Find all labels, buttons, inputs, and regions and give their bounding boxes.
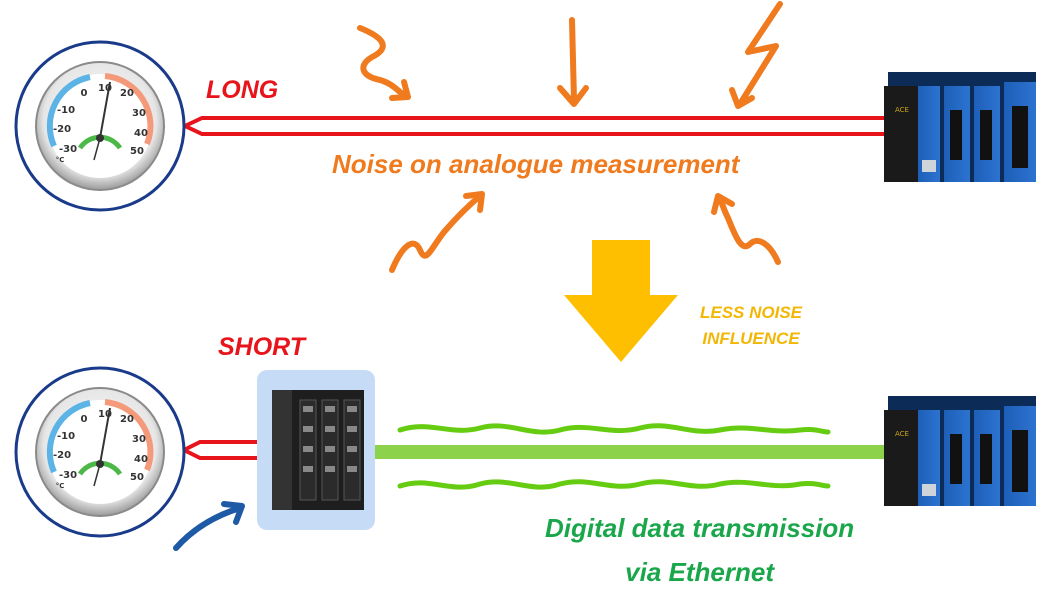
svg-text:-10: -10 — [57, 105, 75, 116]
long-label: LONG — [206, 76, 279, 104]
thermometer-icon-bottom: -30 -20 -10 0 10 20 30 40 50 °C — [14, 366, 186, 538]
svg-text:40: 40 — [134, 128, 148, 139]
svg-text:ACE: ACE — [895, 430, 909, 438]
svg-text:-20: -20 — [53, 450, 71, 461]
noise-arrow-4 — [389, 193, 483, 273]
noise-arrow-3 — [737, 1, 783, 107]
svg-text:ACE: ACE — [895, 106, 909, 114]
less-noise-label: LESS NOISE INFLUENCE — [700, 300, 802, 352]
svg-text:-30: -30 — [59, 470, 77, 481]
blue-pointer-arrow-head — [221, 501, 245, 525]
svg-text:30: 30 — [132, 108, 146, 119]
svg-text:-30: -30 — [59, 144, 77, 155]
svg-text:20: 20 — [120, 88, 134, 99]
long-analog-wire — [180, 116, 905, 136]
plc-controller-top: ACE — [884, 72, 1036, 182]
noise-arrow-2 — [569, 17, 577, 103]
less-noise-line-1: LESS NOISE — [700, 303, 803, 322]
noise-arrow-4-head — [463, 191, 485, 213]
svg-text:-10: -10 — [57, 431, 75, 442]
noise-arrow-1 — [357, 25, 409, 99]
svg-text:-20: -20 — [53, 124, 71, 135]
noise-arrow-5-head — [711, 193, 735, 215]
svg-text:0: 0 — [81, 88, 88, 99]
short-label: SHORT — [218, 333, 306, 361]
noise-arrow-2-head — [557, 85, 589, 107]
svg-text:30: 30 — [132, 434, 146, 445]
svg-text:40: 40 — [134, 454, 148, 465]
remote-io-module — [257, 370, 375, 530]
noise-arrow-5 — [717, 195, 781, 265]
svg-text:50: 50 — [130, 472, 144, 483]
digital-wave-top — [397, 423, 831, 435]
noise-label: Noise on analogue measurement — [332, 149, 740, 179]
blue-pointer-arrow — [173, 505, 243, 551]
digital-line-2: via Ethernet — [625, 557, 774, 587]
svg-text:0: 0 — [81, 414, 88, 425]
svg-text:10: 10 — [98, 409, 112, 420]
svg-text:50: 50 — [130, 146, 144, 157]
transition-down-arrow — [564, 240, 678, 362]
svg-text:10: 10 — [98, 83, 112, 94]
ethernet-line — [350, 445, 890, 459]
digital-transmission-label: Digital data transmission via Ethernet — [545, 506, 854, 594]
less-noise-line-2: INFLUENCE — [702, 329, 800, 348]
noise-arrow-1-head — [389, 79, 411, 101]
noise-arrow-3-head — [729, 87, 755, 109]
plc-controller-bottom: ACE — [884, 396, 1036, 506]
svg-text:°C: °C — [56, 482, 65, 490]
svg-text:°C: °C — [56, 156, 65, 164]
svg-text:20: 20 — [120, 414, 134, 425]
digital-line-1: Digital data transmission — [545, 513, 855, 543]
digital-wave-bottom — [397, 479, 831, 490]
thermometer-icon-top: -30 -20 -10 0 10 20 30 40 50 °C — [14, 40, 186, 212]
